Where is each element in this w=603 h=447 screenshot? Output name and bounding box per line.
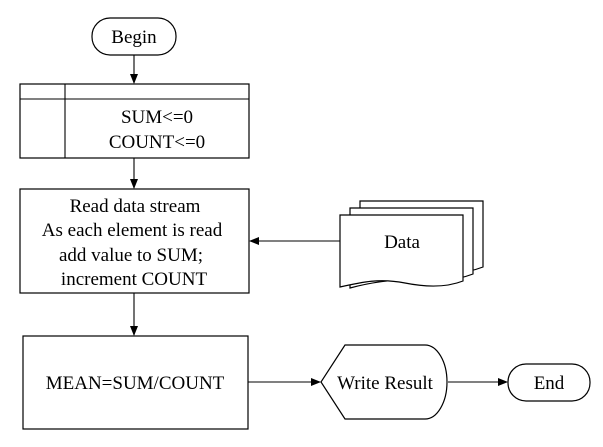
mean-process-box: MEAN=SUM/COUNT [22, 335, 249, 430]
read-line-4: increment COUNT [61, 269, 208, 290]
read-process-box: Read data stream As each element is read… [19, 188, 250, 294]
end-label: End [534, 373, 565, 394]
read-line-2: As each element is read [42, 220, 223, 241]
init-line-count: COUNT<=0 [109, 132, 205, 153]
begin-terminal: Begin [91, 17, 177, 56]
read-line-1: Read data stream [70, 196, 201, 217]
data-label: Data [384, 232, 420, 253]
init-box: SUM<=0 COUNT<=0 [19, 83, 250, 159]
mean-label: MEAN=SUM/COUNT [46, 373, 225, 394]
write-result-display: Write Result [320, 344, 448, 420]
data-multi-document: Data [339, 200, 484, 289]
begin-label: Begin [111, 27, 157, 48]
init-line-sum: SUM<=0 [121, 107, 193, 128]
read-line-3: add value to SUM; [59, 245, 203, 266]
write-result-label: Write Result [337, 373, 434, 394]
end-terminal: End [507, 363, 591, 402]
